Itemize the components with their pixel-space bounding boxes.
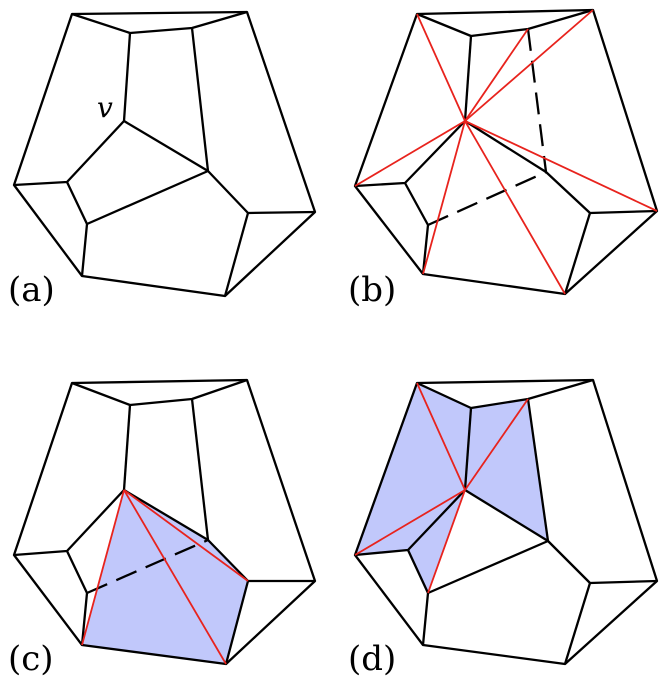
red-diagonals-b <box>354 9 658 295</box>
shaded-region-d <box>355 383 548 593</box>
panel-b-label: (b) <box>348 270 396 310</box>
panel-a-label: (a) <box>8 270 55 310</box>
panel-c-label: (c) <box>8 639 54 679</box>
panel-d: (d) <box>348 378 659 679</box>
vertex-v-label: v <box>97 91 113 124</box>
red-diagonals-d <box>354 382 529 594</box>
panel-b: (b) <box>348 8 659 310</box>
red-diagonals-c <box>81 489 249 665</box>
polyhedron-a <box>12 10 317 298</box>
shaded-region-c <box>82 490 248 664</box>
panel-c: (c) <box>8 378 317 679</box>
panel-d-label: (d) <box>348 639 396 679</box>
panel-a: v (a) <box>8 10 317 310</box>
